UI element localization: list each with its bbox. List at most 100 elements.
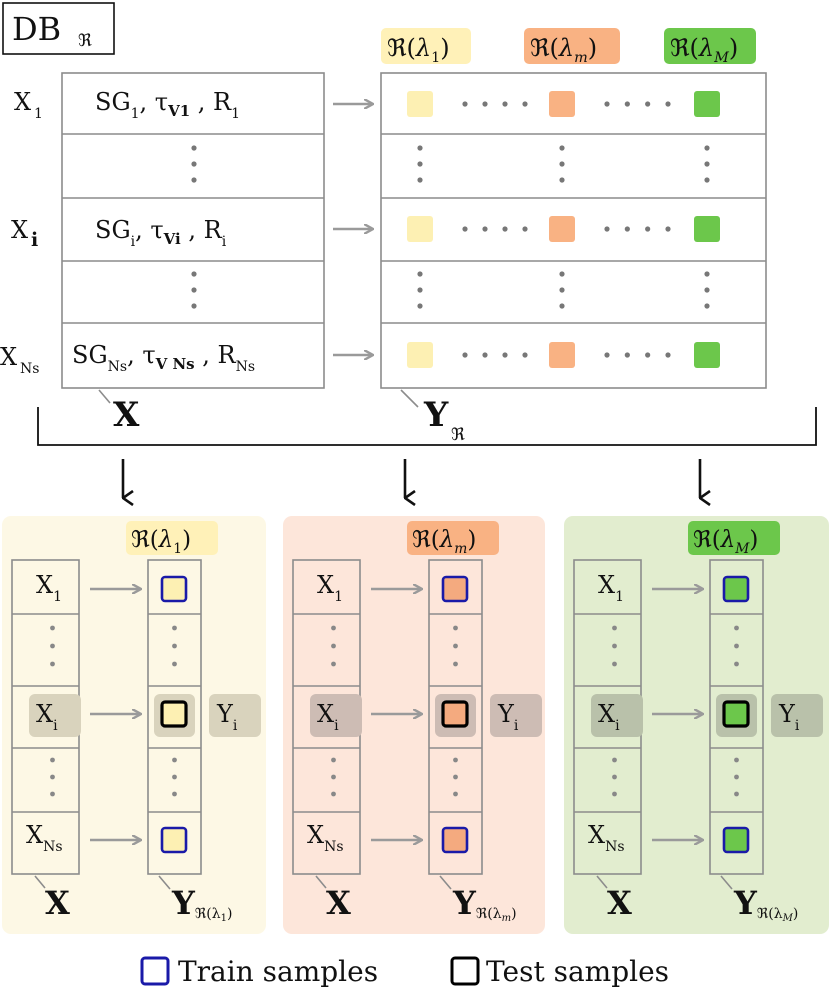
svg-text:ℜ(λ1): ℜ(λ1) — [387, 34, 450, 66]
db-title-main: DB — [12, 10, 61, 48]
svg-text:X: X — [0, 343, 17, 371]
lambda-header-1: ℜ(λ1) — [381, 28, 471, 66]
panel-test-cell — [160, 700, 188, 728]
panel-x-ellipsis-dot — [50, 643, 55, 649]
panel-arrows — [371, 589, 421, 840]
column-ellipsis-dot — [559, 271, 565, 277]
row-label-1: X 1 — [14, 88, 43, 122]
row-ellipsis-dot — [522, 101, 528, 107]
column-ellipsis-dot — [417, 177, 423, 183]
column-ellipsis-dot — [704, 177, 710, 183]
panel-y-ellipsis-dot — [172, 774, 177, 780]
row-ellipsis-dot — [502, 352, 508, 358]
lambda-header-bg — [381, 28, 471, 64]
row-ellipsis-dot — [645, 101, 651, 107]
row-ellipsis-dot — [482, 226, 488, 232]
split-arrows — [121, 459, 700, 498]
row-ellipsis-dot — [624, 226, 630, 232]
svg-text:i: i — [31, 229, 38, 251]
column-ellipsis-dot — [417, 145, 423, 151]
panel-yi-bg — [771, 694, 823, 737]
legend-test-label: Test samples — [486, 955, 669, 988]
panel-x-ellipsis-dot — [50, 774, 55, 780]
panel-lambda-header: ℜ(λM) — [688, 521, 780, 557]
panel-x-ellipsis-dot — [612, 661, 617, 667]
panel-yi-bg — [209, 694, 261, 737]
row-label-ns: X Ns — [0, 343, 39, 377]
db-title: DB ℜ — [2, 2, 115, 55]
panel-x-ellipsis-dot — [331, 661, 336, 667]
svg-text:1: 1 — [34, 106, 43, 122]
row-ellipsis-dot — [482, 352, 488, 358]
panel-x-ellipsis-dot — [612, 774, 617, 780]
panel-x-label: X — [607, 884, 632, 922]
svg-text:X: X — [113, 395, 140, 435]
lambda-header-3: ℜ(λM) — [664, 28, 756, 66]
row-label-i: X i — [11, 216, 38, 251]
y-cell-r3-c2 — [549, 342, 575, 368]
panel-y-label-tick — [158, 875, 171, 890]
column-ellipsis-dot — [704, 145, 710, 151]
panel-x-ellipsis-dot — [331, 774, 336, 780]
lambda-header-bg — [524, 28, 620, 64]
column-ellipsis-dot — [559, 161, 565, 167]
panel-y-ellipsis-dot — [453, 757, 458, 763]
row-ellipsis-dot — [624, 352, 630, 358]
x-table-ellipsis — [191, 145, 197, 309]
row-ellipsis-dot — [462, 352, 468, 358]
y-cell-r1-c1 — [407, 91, 433, 117]
row-content-i: SGi, τVi , Ri — [95, 216, 227, 250]
panel-x-ellipsis-dot — [50, 757, 55, 763]
panel-y-ellipsis-dot — [453, 643, 458, 649]
panel-x-ellipsis-dot — [612, 757, 617, 763]
panel-arrows — [90, 589, 140, 840]
panel-train-cell — [722, 826, 750, 854]
column-ellipsis-dot — [559, 145, 565, 151]
column-ellipsis-dot — [704, 303, 710, 309]
panel-x-row-i: Xi — [36, 700, 58, 734]
panel-y-column — [709, 559, 764, 875]
panel-x-row-i: Xi — [317, 700, 339, 734]
y-cell-r3-c3 — [694, 342, 720, 368]
panel-y-ellipsis-dot — [453, 791, 458, 797]
panel-yi-bg — [490, 694, 542, 737]
panel-test-x-bg — [591, 694, 643, 737]
svg-text:Y: Y — [423, 395, 449, 435]
panel-y-column — [428, 559, 483, 875]
panel-y-ellipsis-dot — [172, 757, 177, 763]
row-ellipsis-dot — [604, 352, 610, 358]
y-cell-r3-c1 — [407, 342, 433, 368]
panel-lambda-header: ℜ(λm) — [407, 521, 499, 557]
panel-test-cell — [441, 700, 469, 728]
panel-y-ellipsis-dot — [734, 791, 739, 797]
panel-y-ellipsis-dot — [734, 774, 739, 780]
legend-test-swatch — [450, 956, 480, 986]
panel-test-x-bg — [310, 694, 362, 737]
svg-text:ℜ(λM): ℜ(λM) — [670, 34, 738, 66]
svg-text:X: X — [11, 216, 28, 244]
row-ellipsis-dot — [645, 226, 651, 232]
column-ellipsis-dot — [417, 287, 423, 293]
column-ellipsis-dot — [417, 303, 423, 309]
panel-y-column — [147, 559, 202, 875]
row-ellipsis-dot — [522, 352, 528, 358]
y-cell-r2-c1 — [407, 216, 433, 242]
row-ellipsis-dot — [462, 226, 468, 232]
panel-x-label-tick — [315, 875, 327, 889]
y-cell-r2-c2 — [549, 216, 575, 242]
row-ellipsis-dot — [502, 226, 508, 232]
panel-yi-label: Yi — [216, 700, 238, 734]
y-table-cells — [407, 91, 720, 368]
column-ellipsis-dot — [417, 271, 423, 277]
panel-y-label-tick — [439, 875, 452, 890]
panel-y-ellipsis-dot — [734, 643, 739, 649]
row-ellipsis-dot — [665, 226, 671, 232]
panel-train-cell — [160, 826, 188, 854]
x-table-label: X — [98, 389, 140, 435]
panel-yi-label: Yi — [778, 700, 800, 734]
